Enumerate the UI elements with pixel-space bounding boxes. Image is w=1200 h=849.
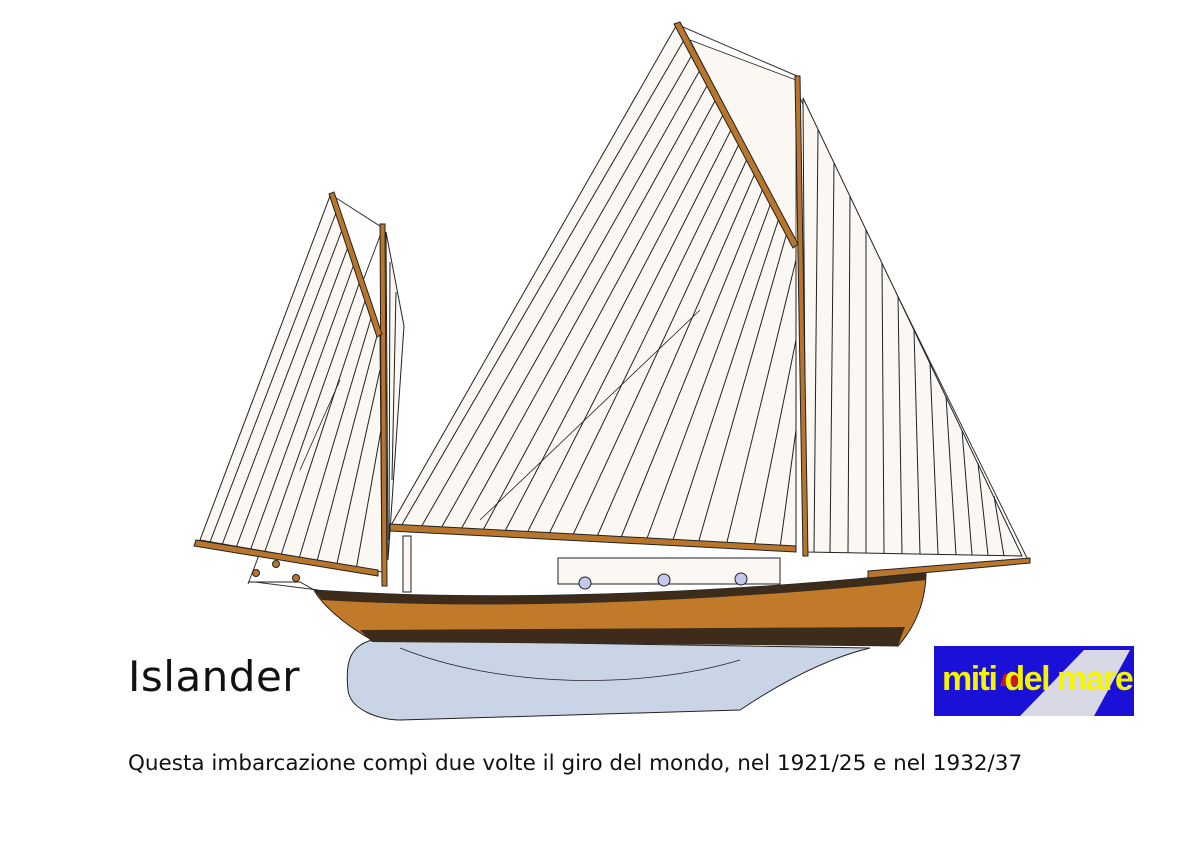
spars xyxy=(193,21,1031,587)
portholes xyxy=(578,572,748,590)
mizzen-post xyxy=(402,535,412,593)
jib-sail xyxy=(802,97,1023,557)
main-sail-seams xyxy=(399,39,797,549)
logo-text: miti del mare xyxy=(942,660,1134,698)
hull-waterline-stripe xyxy=(360,627,905,646)
boat-caption: Questa imbarcazione compì due volte il g… xyxy=(128,751,1023,776)
hull-sheer-stripe xyxy=(314,572,926,605)
mizzen-sail-seams xyxy=(209,212,382,571)
miti-del-mare-logo: miti del mare xyxy=(934,646,1134,716)
mizzen-staysail xyxy=(385,231,405,561)
logo-sail-shape xyxy=(1000,650,1130,716)
boomkin-blocks xyxy=(252,560,300,582)
boat-name-title: Islander xyxy=(128,652,301,701)
jib-sail-seams xyxy=(813,129,1005,557)
